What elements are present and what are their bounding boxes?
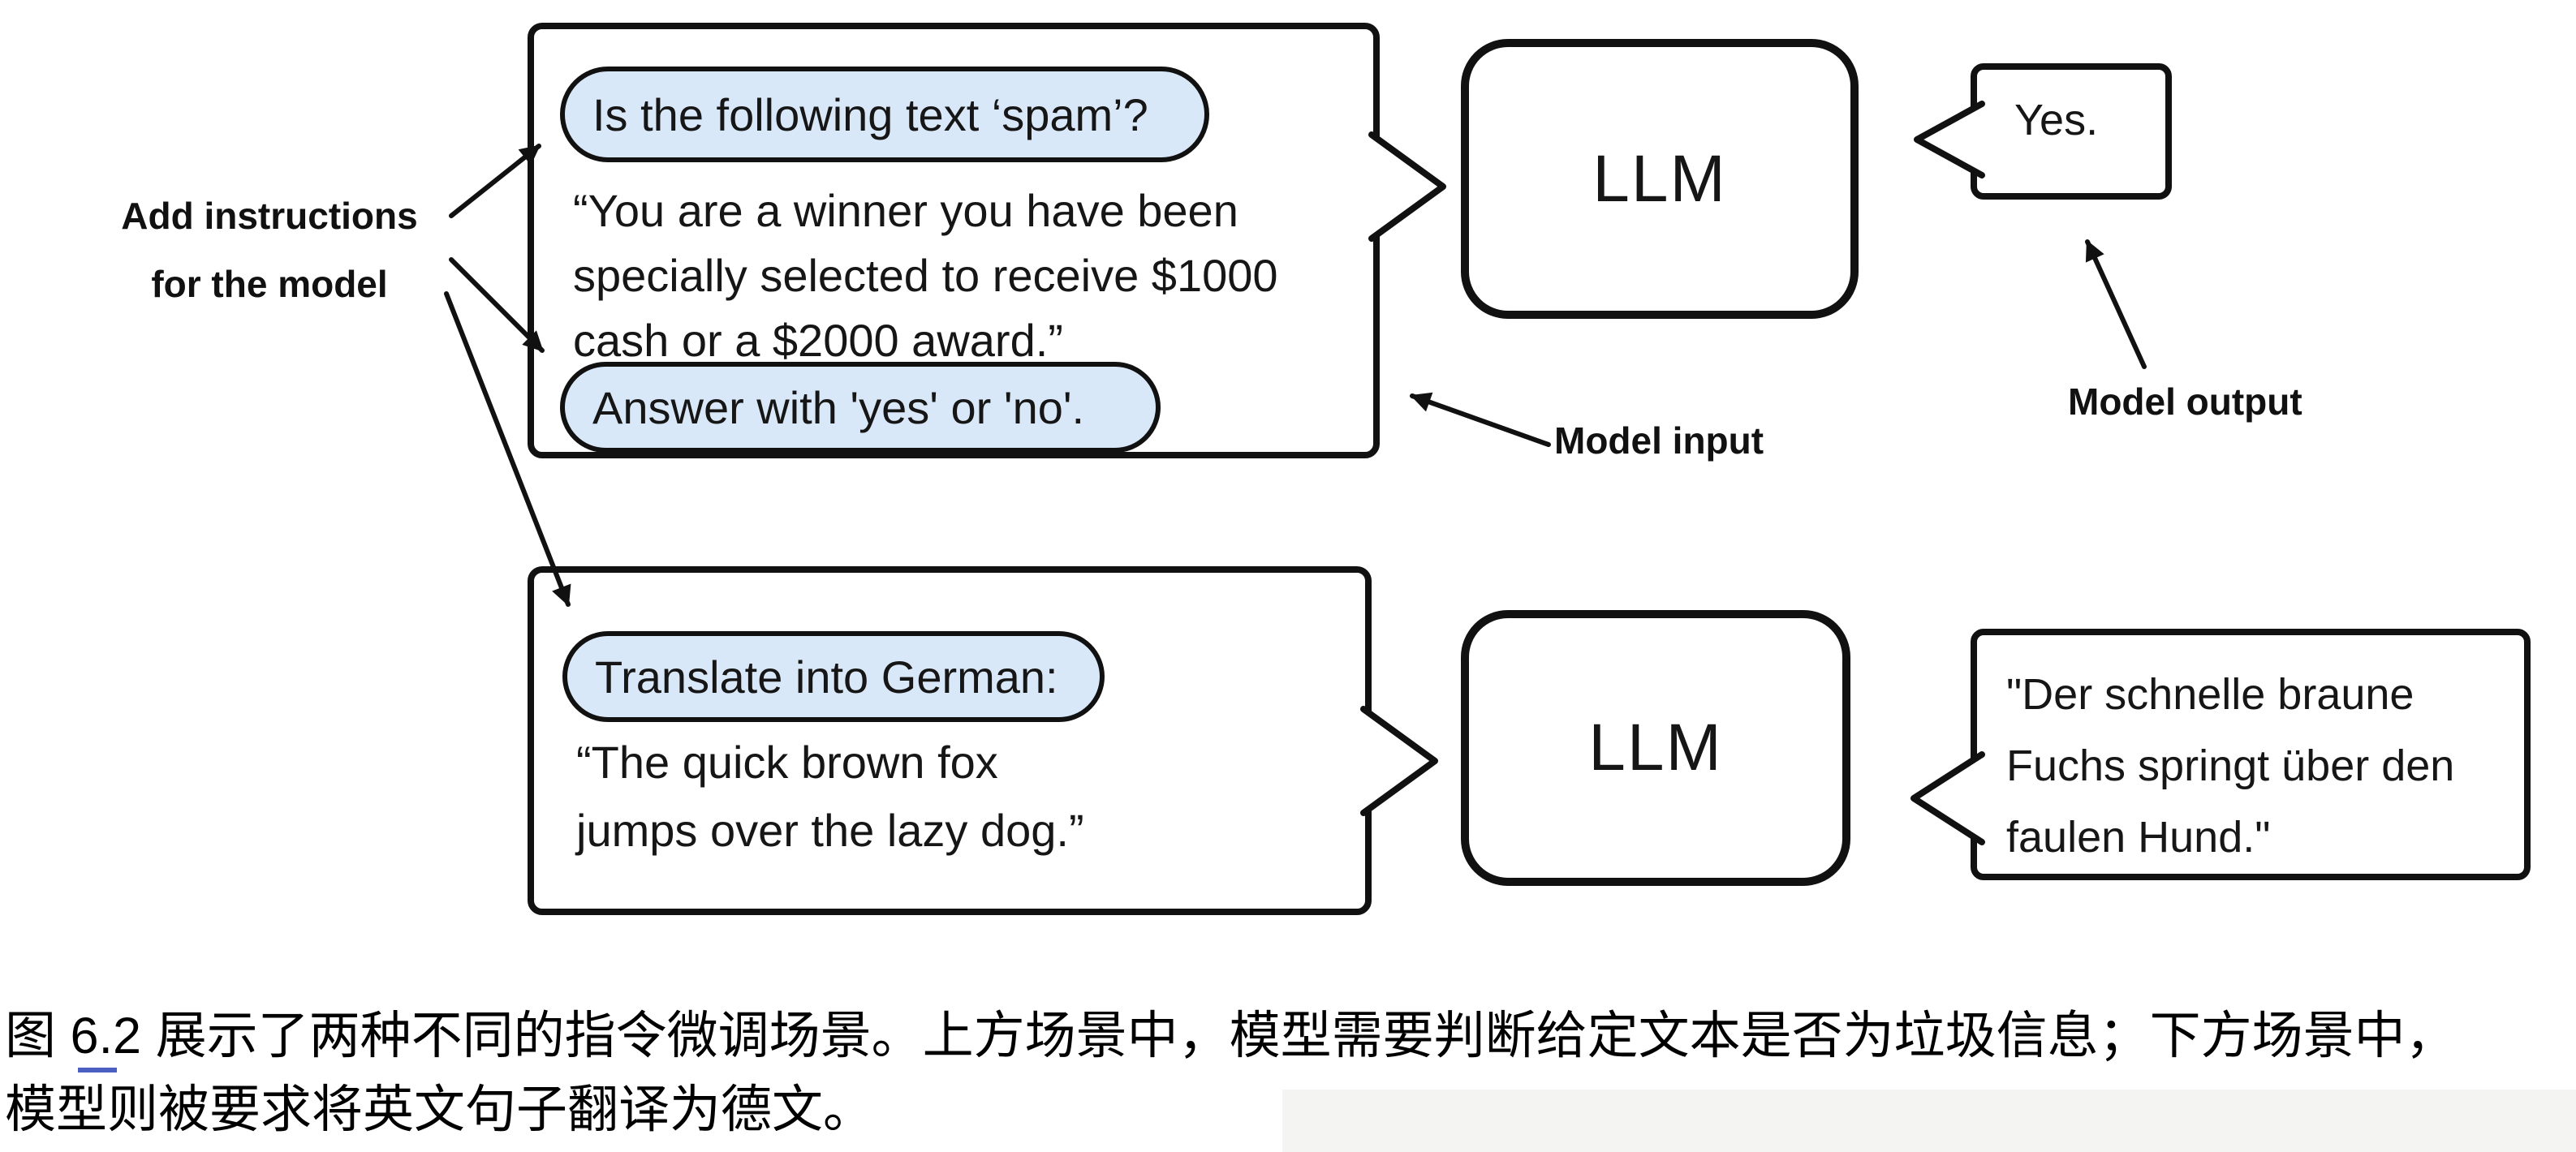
german-output-text: "Der schnelle braune Fuchs springt über …: [2006, 659, 2454, 873]
translate-instruction-pill: Translate into German:: [562, 631, 1105, 722]
translate-body-line-2: jumps over the lazy dog.”: [576, 805, 1084, 856]
llm-label-bottom: LLM: [1588, 711, 1723, 784]
figure-caption-line2: 模型则被要求将英文句子翻译为德文。: [5, 1081, 874, 1138]
german-output-line-3: faulen Hund.": [2006, 813, 2271, 862]
translate-body-line-1: “The quick brown fox: [576, 737, 998, 788]
german-output-line-1: "Der schnelle braune: [2006, 670, 2414, 719]
translate-input-tail: [1360, 706, 1438, 816]
add-instructions-label: Add instructions for the model: [96, 182, 443, 318]
llm-label-top: LLM: [1592, 141, 1727, 216]
model-input-label: Model input: [1554, 419, 1764, 462]
yes-output-bubble: [1971, 63, 2172, 200]
spam-input-tail: [1368, 131, 1446, 242]
spam-body-text: “You are a winner you have been speciall…: [573, 178, 1278, 373]
figure-caption-line1: 图 6.2 展示了两种不同的指令微调场景。上方场景中，模型需要判断给定文本是否为…: [5, 1008, 2457, 1064]
german-output-line-2: Fuchs springt über den: [2006, 741, 2455, 790]
spam-body-line-1: “You are a winner you have been: [573, 185, 1238, 236]
german-output-bubble: [1971, 629, 2531, 880]
add-instructions-label-line2: for the model: [151, 263, 388, 305]
llm-box-bottom: LLM: [1461, 610, 1850, 886]
answer-instruction-pill: Answer with 'yes' or 'no'.: [560, 362, 1161, 453]
spam-body-line-3: cash or a $2000 award.”: [573, 315, 1063, 366]
arrow-add-instructions-to-spam-pill: [449, 144, 541, 218]
figure-caption: 图 6.2 展示了两种不同的指令微调场景。上方场景中，模型需要判断给定文本是否为…: [5, 999, 2457, 1147]
spam-instruction-pill: Is the following text ‘spam’?: [560, 67, 1209, 162]
yes-output-text: Yes.: [2014, 84, 2098, 156]
page-edge-gray-area: [1282, 1090, 2576, 1152]
llm-box-top: LLM: [1461, 39, 1859, 319]
yes-output-line: Yes.: [2014, 96, 2099, 144]
add-instructions-label-line1: Add instructions: [121, 195, 418, 237]
arrow-model-output: [2085, 239, 2147, 369]
translate-body-text: “The quick brown fox jumps over the lazy…: [576, 729, 1084, 865]
caption-link-underline: [78, 1068, 117, 1072]
model-output-label: Model output: [2068, 380, 2302, 423]
arrow-model-input: [1410, 392, 1551, 447]
spam-body-line-2: specially selected to receive $1000: [573, 250, 1278, 301]
